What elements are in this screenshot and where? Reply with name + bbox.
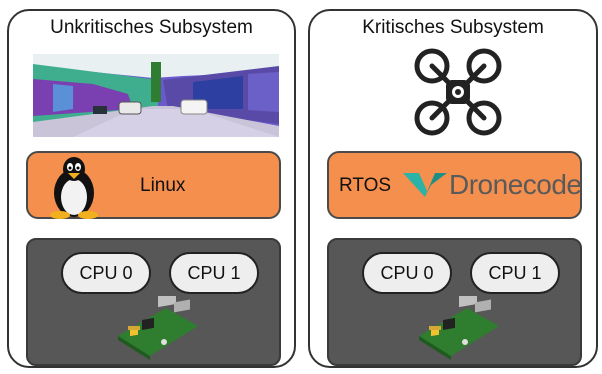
hardware-box: CPU 0 CPU 1 xyxy=(327,238,582,366)
street-segmentation-image xyxy=(33,54,279,137)
critical-subsystem-panel: Kritisches Subsystem RTOS Dronecode CPU … xyxy=(308,9,598,368)
raspberry-pi-board-icon xyxy=(419,296,499,360)
linux-os-box: Linux xyxy=(26,151,281,219)
quadcopter-drone-icon xyxy=(414,48,502,136)
raspberry-pi-board-icon xyxy=(118,296,198,360)
os-label: Linux xyxy=(140,175,186,196)
non-critical-subsystem-panel: Unkritisches Subsystem xyxy=(7,9,296,368)
cpu-0-pill: CPU 0 xyxy=(362,252,452,294)
dronecode-logo-icon xyxy=(403,173,447,197)
dronecode-brand-text: Dronecode xyxy=(449,169,582,200)
cpu-1-pill: CPU 1 xyxy=(470,252,560,294)
hardware-box: CPU 0 CPU 1 xyxy=(26,238,281,366)
cpu-0-pill: CPU 0 xyxy=(61,252,151,294)
panel-title: Kritisches Subsystem xyxy=(362,17,544,38)
os-label: RTOS xyxy=(339,175,392,196)
cpu-1-pill: CPU 1 xyxy=(169,252,259,294)
rtos-os-box: RTOS Dronecode xyxy=(327,151,582,219)
tux-penguin-icon xyxy=(50,157,98,219)
panel-title: Unkritisches Subsystem xyxy=(50,17,253,38)
